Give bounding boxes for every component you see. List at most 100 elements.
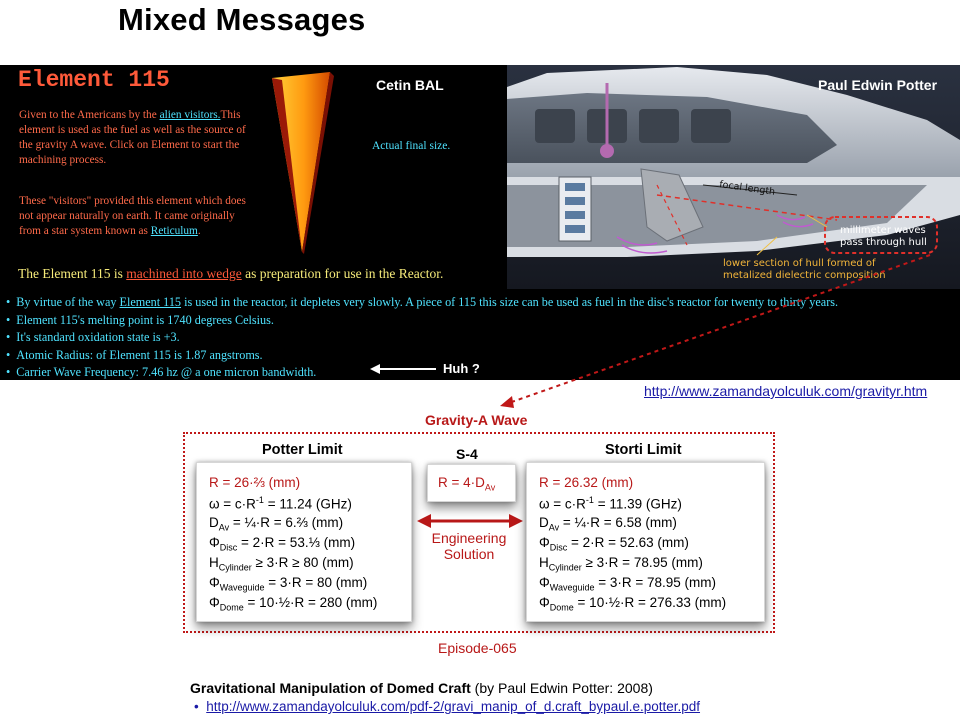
author-name-cetin-bal: Cetin BAL: [376, 77, 444, 93]
visitors-text: These "visitors" provided this element w…: [19, 195, 246, 237]
source-link[interactable]: http://www.zamandayolculuk.com/gravityr.…: [644, 383, 928, 399]
waveguide-value: = 3·R = 80 (mm): [264, 575, 368, 590]
dome-value: = 10·½·R = 276.33 (mm): [573, 595, 727, 610]
cylinder-value: ≥ 3·R = 78.95 (mm): [581, 555, 703, 570]
h-symbol: H: [209, 555, 219, 570]
machined-text-rest: as preparation for use in the Reactor.: [241, 266, 444, 281]
s4-formula: R = 4·DAv: [438, 475, 495, 493]
machined-wedge-link[interactable]: machined into wedge: [126, 266, 242, 281]
element-115-link[interactable]: Element 115: [119, 295, 182, 309]
waveguide-value: = 3·R = 78.95 (mm): [594, 575, 717, 590]
dome-sub: Dome: [549, 602, 574, 613]
element-115-panel: [0, 65, 507, 289]
waveguide-sub: Waveguide: [219, 582, 265, 593]
reference-author: (by Paul Edwin Potter: 2008): [470, 680, 653, 696]
potter-cylinder: HCylinder ≥ 3·R ≥ 80 (mm): [209, 555, 354, 573]
craft-cutaway-illustration: focal length millimeter waves pass throu…: [507, 65, 960, 289]
omega-label: ω = c·R: [539, 496, 586, 512]
cylinder-value: ≥ 3·R ≥ 80 (mm): [251, 555, 354, 570]
dome-value: = 10·½·R = 280 (mm): [243, 595, 378, 610]
double-arrow-icon: [417, 514, 523, 528]
phi-symbol: Φ: [209, 575, 220, 590]
storti-limit-title: Storti Limit: [605, 442, 682, 458]
reference-title: Gravitational Manipulation of Domed Craf…: [190, 680, 653, 696]
potter-radius: R = 26·⅔ (mm): [209, 475, 301, 490]
left-arrow-icon: [370, 364, 436, 374]
visitors-description: These "visitors" provided this element w…: [19, 194, 259, 239]
potter-dome: ΦDome = 10·½·R = 280 (mm): [209, 595, 377, 613]
omega-value: = 11.39 (GHz): [593, 496, 682, 512]
millimeter-waves-label: millimeter waves: [840, 225, 926, 236]
bullet-icon: •: [194, 699, 207, 714]
omega-label: ω = c·R: [209, 496, 256, 512]
disc-sub: Disc: [219, 542, 238, 553]
dav-sub: Av: [548, 522, 560, 533]
engineering-text: Engineering: [431, 530, 507, 546]
desc-text: Given to the Americans by the: [19, 109, 160, 121]
s4-formula-card: R = 4·DAv: [427, 464, 516, 502]
potter-waveguide: ΦWaveguide = 3·R = 80 (mm): [209, 575, 367, 593]
element-description: Given to the Americans by the alien visi…: [19, 108, 259, 168]
s4-formula-sub: Av: [484, 482, 496, 493]
hull-label-line1: lower section of hull formed of: [723, 258, 876, 269]
element-heading[interactable]: Element 115: [18, 67, 170, 93]
storti-disc: ΦDisc = 2·R = 52.63 (mm): [539, 535, 689, 553]
potter-limit-title: Potter Limit: [262, 442, 343, 458]
phi-symbol: Φ: [209, 535, 220, 550]
omega-exponent: -1: [255, 495, 264, 505]
omega-exponent: -1: [585, 495, 594, 505]
reference-link-item: • http://www.zamandayolculuk.com/pdf-2/g…: [194, 699, 700, 714]
s4-formula-main: R = 4·D: [438, 475, 485, 490]
disc-value: = 2·R = 52.63 (mm): [567, 535, 689, 550]
phi-symbol: Φ: [209, 595, 220, 610]
list-item: Element 115's melting point is 1740 degr…: [6, 312, 838, 330]
list-item: It's standard oxidation state is +3.: [6, 329, 838, 347]
page-title: Mixed Messages: [118, 2, 366, 37]
potter-disc: ΦDisc = 2·R = 53.⅓ (mm): [209, 535, 355, 553]
cylinder-sub: Cylinder: [548, 562, 582, 573]
d-symbol: D: [209, 515, 219, 530]
desc-text-rest: This element is used as the fuel as well…: [19, 109, 246, 166]
phi-symbol: Φ: [539, 575, 550, 590]
actual-size-caption: Actual final size.: [372, 140, 451, 152]
author-name-paul-edwin-potter: Paul Edwin Potter: [818, 77, 938, 93]
machined-caption: The Element 115 is machined into wedge a…: [18, 266, 443, 282]
reference-pdf-link[interactable]: http://www.zamandayolculuk.com/pdf-2/gra…: [206, 699, 701, 714]
potter-limit-card: R = 26·⅔ (mm) ω = c·R-1 = 11.24 (GHz) DA…: [196, 462, 412, 622]
element-115-wedge-image[interactable]: [268, 70, 338, 256]
cylinder-sub: Cylinder: [218, 562, 252, 573]
reference-title-bold: Gravitational Manipulation of Domed Craf…: [190, 680, 471, 696]
pass-through-hull-label: pass through hull: [840, 237, 927, 248]
h-symbol: H: [539, 555, 549, 570]
craft-cutaway-image: focal length millimeter waves pass throu…: [507, 65, 960, 289]
gravity-a-wave-label: Gravity-A Wave: [425, 412, 528, 428]
dav-value: = ¼·R = 6.58 (mm): [559, 515, 677, 530]
disc-value: = 2·R = 53.⅓ (mm): [237, 535, 356, 550]
storti-limit-card: R = 26.32 (mm) ω = c·R-1 = 11.39 (GHz) D…: [526, 462, 765, 622]
storti-dav: DAv = ¼·R = 6.58 (mm): [539, 515, 677, 533]
list-item: Atomic Radius: of Element 115 is 1.87 an…: [6, 347, 838, 365]
fact-text: By virtue of the way: [16, 295, 120, 309]
potter-dav: DAv = ¼·R = 6.⅔ (mm): [209, 515, 343, 533]
storti-waveguide: ΦWaveguide = 3·R = 78.95 (mm): [539, 575, 716, 593]
visitors-text-end: .: [197, 225, 201, 237]
storti-dome: ΦDome = 10·½·R = 276.33 (mm): [539, 595, 726, 613]
fact-text-rest: is used in the reactor, it depletes very…: [181, 295, 839, 309]
waveguide-sub: Waveguide: [549, 582, 595, 593]
comparison-frame: [183, 432, 775, 633]
disc-sub: Disc: [549, 542, 568, 553]
dav-value: = ¼·R = 6.⅔ (mm): [229, 515, 344, 530]
list-item: Carrier Wave Frequency: 7.46 hz @ a one …: [6, 364, 838, 382]
hull-label-line2: metalized dielectric composition: [723, 270, 886, 281]
dav-sub: Av: [218, 522, 230, 533]
storti-cylinder: HCylinder ≥ 3·R = 78.95 (mm): [539, 555, 703, 573]
reticulum-link[interactable]: Reticulum: [150, 225, 198, 237]
potter-omega: ω = c·R-1 = 11.24 (GHz): [209, 495, 352, 512]
phi-symbol: Φ: [539, 595, 550, 610]
solution-text: Solution: [443, 546, 495, 562]
huh-annotation: Huh ?: [443, 361, 480, 376]
alien-visitors-link[interactable]: alien visitors.: [159, 109, 221, 121]
machined-text: The Element 115 is: [18, 266, 127, 281]
storti-radius: R = 26.32 (mm): [539, 475, 634, 490]
